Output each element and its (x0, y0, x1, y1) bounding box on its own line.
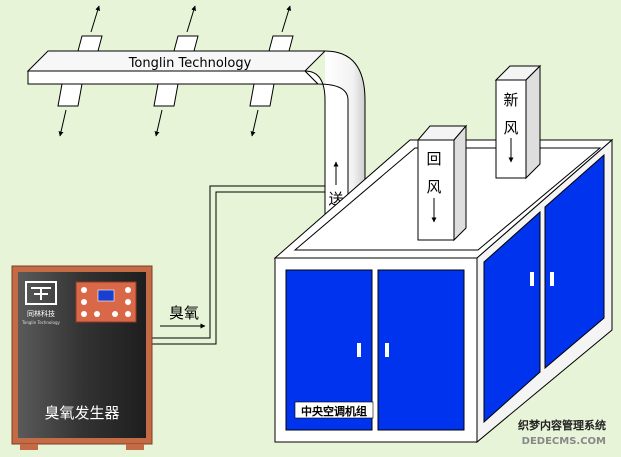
generator-name: 臭氧发生器 (44, 404, 119, 422)
ozone-label: 臭氧 (169, 304, 199, 322)
return-air-label-1: 回 (426, 150, 441, 168)
ac-front-door-right (377, 269, 465, 431)
ac-side-door-right (544, 153, 605, 370)
fresh-air-label-1: 新 (503, 91, 518, 109)
watermark-cn: 织梦内容管理系统 (518, 418, 606, 432)
generator-logo-cn: 同林科技 (27, 309, 55, 318)
duct-lower-outlets (57, 83, 275, 137)
company-logo-icon (25, 281, 57, 305)
fresh-air-label-2: 风 (503, 119, 518, 137)
ozone-pipe (150, 185, 325, 345)
ac-unit-label: 中央空调机组 (301, 404, 367, 418)
duct-brand-label: Tonglin Technology (128, 56, 252, 71)
fresh-air-duct (494, 64, 542, 180)
generator-logo-en: Tonglin Technology (21, 320, 60, 325)
return-air-duct (416, 124, 468, 242)
watermark-url: DEDECMS.COM (522, 436, 606, 447)
duct-upper-outlets (77, 5, 294, 52)
ac-side-door-left (483, 210, 541, 424)
supply-duct (26, 50, 366, 249)
ozone-generator (11, 265, 153, 450)
return-air-label-2: 风 (426, 178, 441, 196)
